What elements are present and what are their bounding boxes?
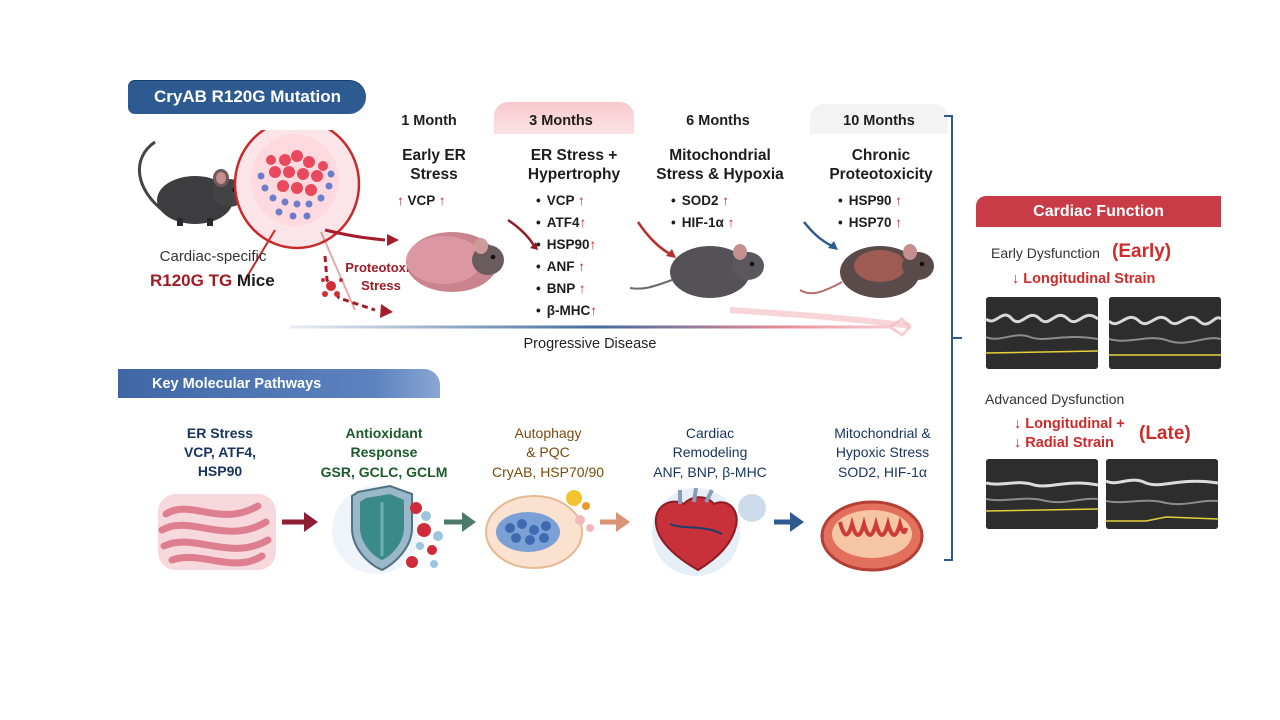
- stage-mice: [406, 218, 934, 298]
- proteotoxic-label: Proteotoxic Stress: [345, 260, 417, 293]
- arrow-stage3: [636, 221, 671, 256]
- up-arrow-icon: ↑: [578, 259, 585, 274]
- bracket: [944, 115, 962, 561]
- model-label-line1: Cardiac-specific: [159, 248, 267, 265]
- model-illustration: [138, 130, 399, 318]
- marker-item: •SOD2 ↑: [671, 193, 730, 208]
- advanced-dysfunction-label: Advanced Dysfunction: [985, 391, 1125, 407]
- cardiac-banner: Cardiac Function: [976, 196, 1221, 227]
- autophagy-icon: [485, 490, 594, 569]
- shield-icon: [332, 484, 443, 574]
- up-arrow-icon: ↑: [722, 193, 730, 208]
- model-label-rest: Mice: [232, 271, 275, 290]
- stage-2-time: 3 Months: [529, 113, 593, 129]
- pathway-2-title: Antioxidant Response: [345, 425, 423, 460]
- pathway-icons: [158, 484, 924, 576]
- marker-item: •ATF4↑: [536, 215, 587, 230]
- arrow-to-stage1: [324, 228, 386, 242]
- up-arrow-icon: ↑: [578, 193, 585, 208]
- pathway-1-genes: VCP, ATF4, HSP90: [183, 444, 257, 479]
- pathway-1-title: ER Stress: [186, 425, 254, 441]
- down-arrow-icon: ↓: [1014, 435, 1022, 451]
- marker-item: •HSP90↑: [536, 237, 597, 252]
- pathway-arrow-4: [790, 512, 804, 532]
- echo-image: [1109, 297, 1221, 369]
- up-arrow-icon: ↑: [727, 215, 735, 230]
- up-arrow-icon: ↑: [590, 303, 597, 318]
- marker-item: •HIF-1α ↑: [671, 215, 735, 230]
- marker-item: •BNP ↑: [536, 281, 586, 296]
- echo-image: [1106, 459, 1218, 529]
- mouse-tail: [138, 140, 166, 214]
- stage-1-title: Early ER Stress: [402, 147, 466, 183]
- up-arrow-icon: ↑: [895, 193, 903, 208]
- arrow-stage2: [507, 218, 536, 247]
- stage-3-title: Mitochondrial Stress & Hypoxia: [656, 147, 784, 183]
- pathways-banner: Key Molecular Pathways: [118, 369, 440, 398]
- pathway-5-genes: SOD2, HIF-1α: [838, 464, 927, 480]
- early-tag: (Early): [1112, 241, 1172, 262]
- pathway-arrow-1: [304, 512, 318, 532]
- marker-item: •β-MHC↑: [536, 303, 597, 318]
- up-arrow-icon: ↑: [438, 193, 446, 208]
- progression-label: Progressive Disease: [523, 336, 657, 352]
- pathway-2-genes: GSR, GCLC, GCLM: [320, 464, 448, 480]
- echo-image: [986, 459, 1098, 529]
- down-arrow-icon: ↓: [1012, 271, 1020, 287]
- pathway-3-title: Autophagy & PQC: [514, 425, 582, 460]
- arrow-stage4: [803, 221, 833, 248]
- late-tag: (Late): [1139, 423, 1191, 444]
- marker-item: •ANF ↑: [536, 259, 585, 274]
- stage-3-time: 6 Months: [686, 113, 750, 129]
- stage-1-time: 1 Month: [401, 113, 457, 129]
- up-arrow-icon: ↑: [578, 281, 586, 296]
- marker-item: •HSP70 ↑: [838, 215, 903, 230]
- down-arrow-icon: ↓: [1014, 416, 1022, 432]
- early-strain: ↓ Longitudinal Strain: [1012, 271, 1156, 287]
- heart-icon: [652, 487, 766, 576]
- stage-header-highlight-2: [810, 104, 948, 134]
- pathway-4-genes: ANF, BNP, β-MHC: [653, 464, 767, 480]
- up-arrow-icon: ↑: [895, 215, 903, 230]
- pathway-arrow-2: [462, 512, 476, 532]
- stage-header-highlight: [494, 102, 634, 134]
- advanced-strain: ↓ Longitudinal + ↓ Radial Strain: [1014, 416, 1125, 451]
- model-label-red: R120G TG: [150, 271, 233, 290]
- mitochondrion-icon: [820, 500, 924, 572]
- stage-2-markers: •VCP ↑ •ATF4↑ •HSP90↑ •ANF ↑ •BNP ↑ •β-M…: [536, 190, 597, 322]
- pathway-arrow-3: [616, 512, 630, 532]
- marker-item: •VCP ↑: [536, 193, 585, 208]
- stage-4-time: 10 Months: [843, 113, 915, 129]
- stage-1-marker: ↑ VCP ↑: [397, 193, 446, 208]
- stage-2-title: ER Stress + Hypertrophy: [527, 147, 621, 183]
- early-dysfunction-label: Early Dysfunction: [991, 245, 1100, 261]
- model-label-line2: R120G TG Mice: [150, 271, 300, 291]
- stage-4-title: Chronic Proteotoxicity: [829, 147, 933, 183]
- stage-3-markers: •SOD2 ↑ •HIF-1α ↑: [671, 190, 734, 234]
- stage-4-markers: •HSP90 ↑ •HSP70 ↑: [838, 190, 902, 234]
- up-arrow-icon: ↑: [397, 193, 404, 208]
- mutation-banner: CryAB R120G Mutation: [128, 80, 366, 114]
- up-arrow-icon: ↑: [589, 237, 597, 252]
- mouse-icon: [629, 244, 764, 298]
- mouse-icon: [799, 244, 934, 298]
- echo-image: [986, 297, 1098, 369]
- marker-item: •HSP90 ↑: [838, 193, 903, 208]
- pathway-3-genes: CryAB, HSP70/90: [491, 464, 605, 480]
- cell-aggregate-icon: [233, 130, 361, 311]
- mouse-icon: [406, 232, 504, 292]
- er-icon: [158, 494, 276, 570]
- up-arrow-icon: ↑: [579, 215, 587, 230]
- pathway-4-title: Cardiac Remodeling: [672, 425, 748, 460]
- proteotoxic-burst: [321, 278, 343, 297]
- pathway-5-title: Mitochondrial & Hypoxic Stress: [834, 425, 931, 460]
- progression-arrow: [290, 307, 913, 337]
